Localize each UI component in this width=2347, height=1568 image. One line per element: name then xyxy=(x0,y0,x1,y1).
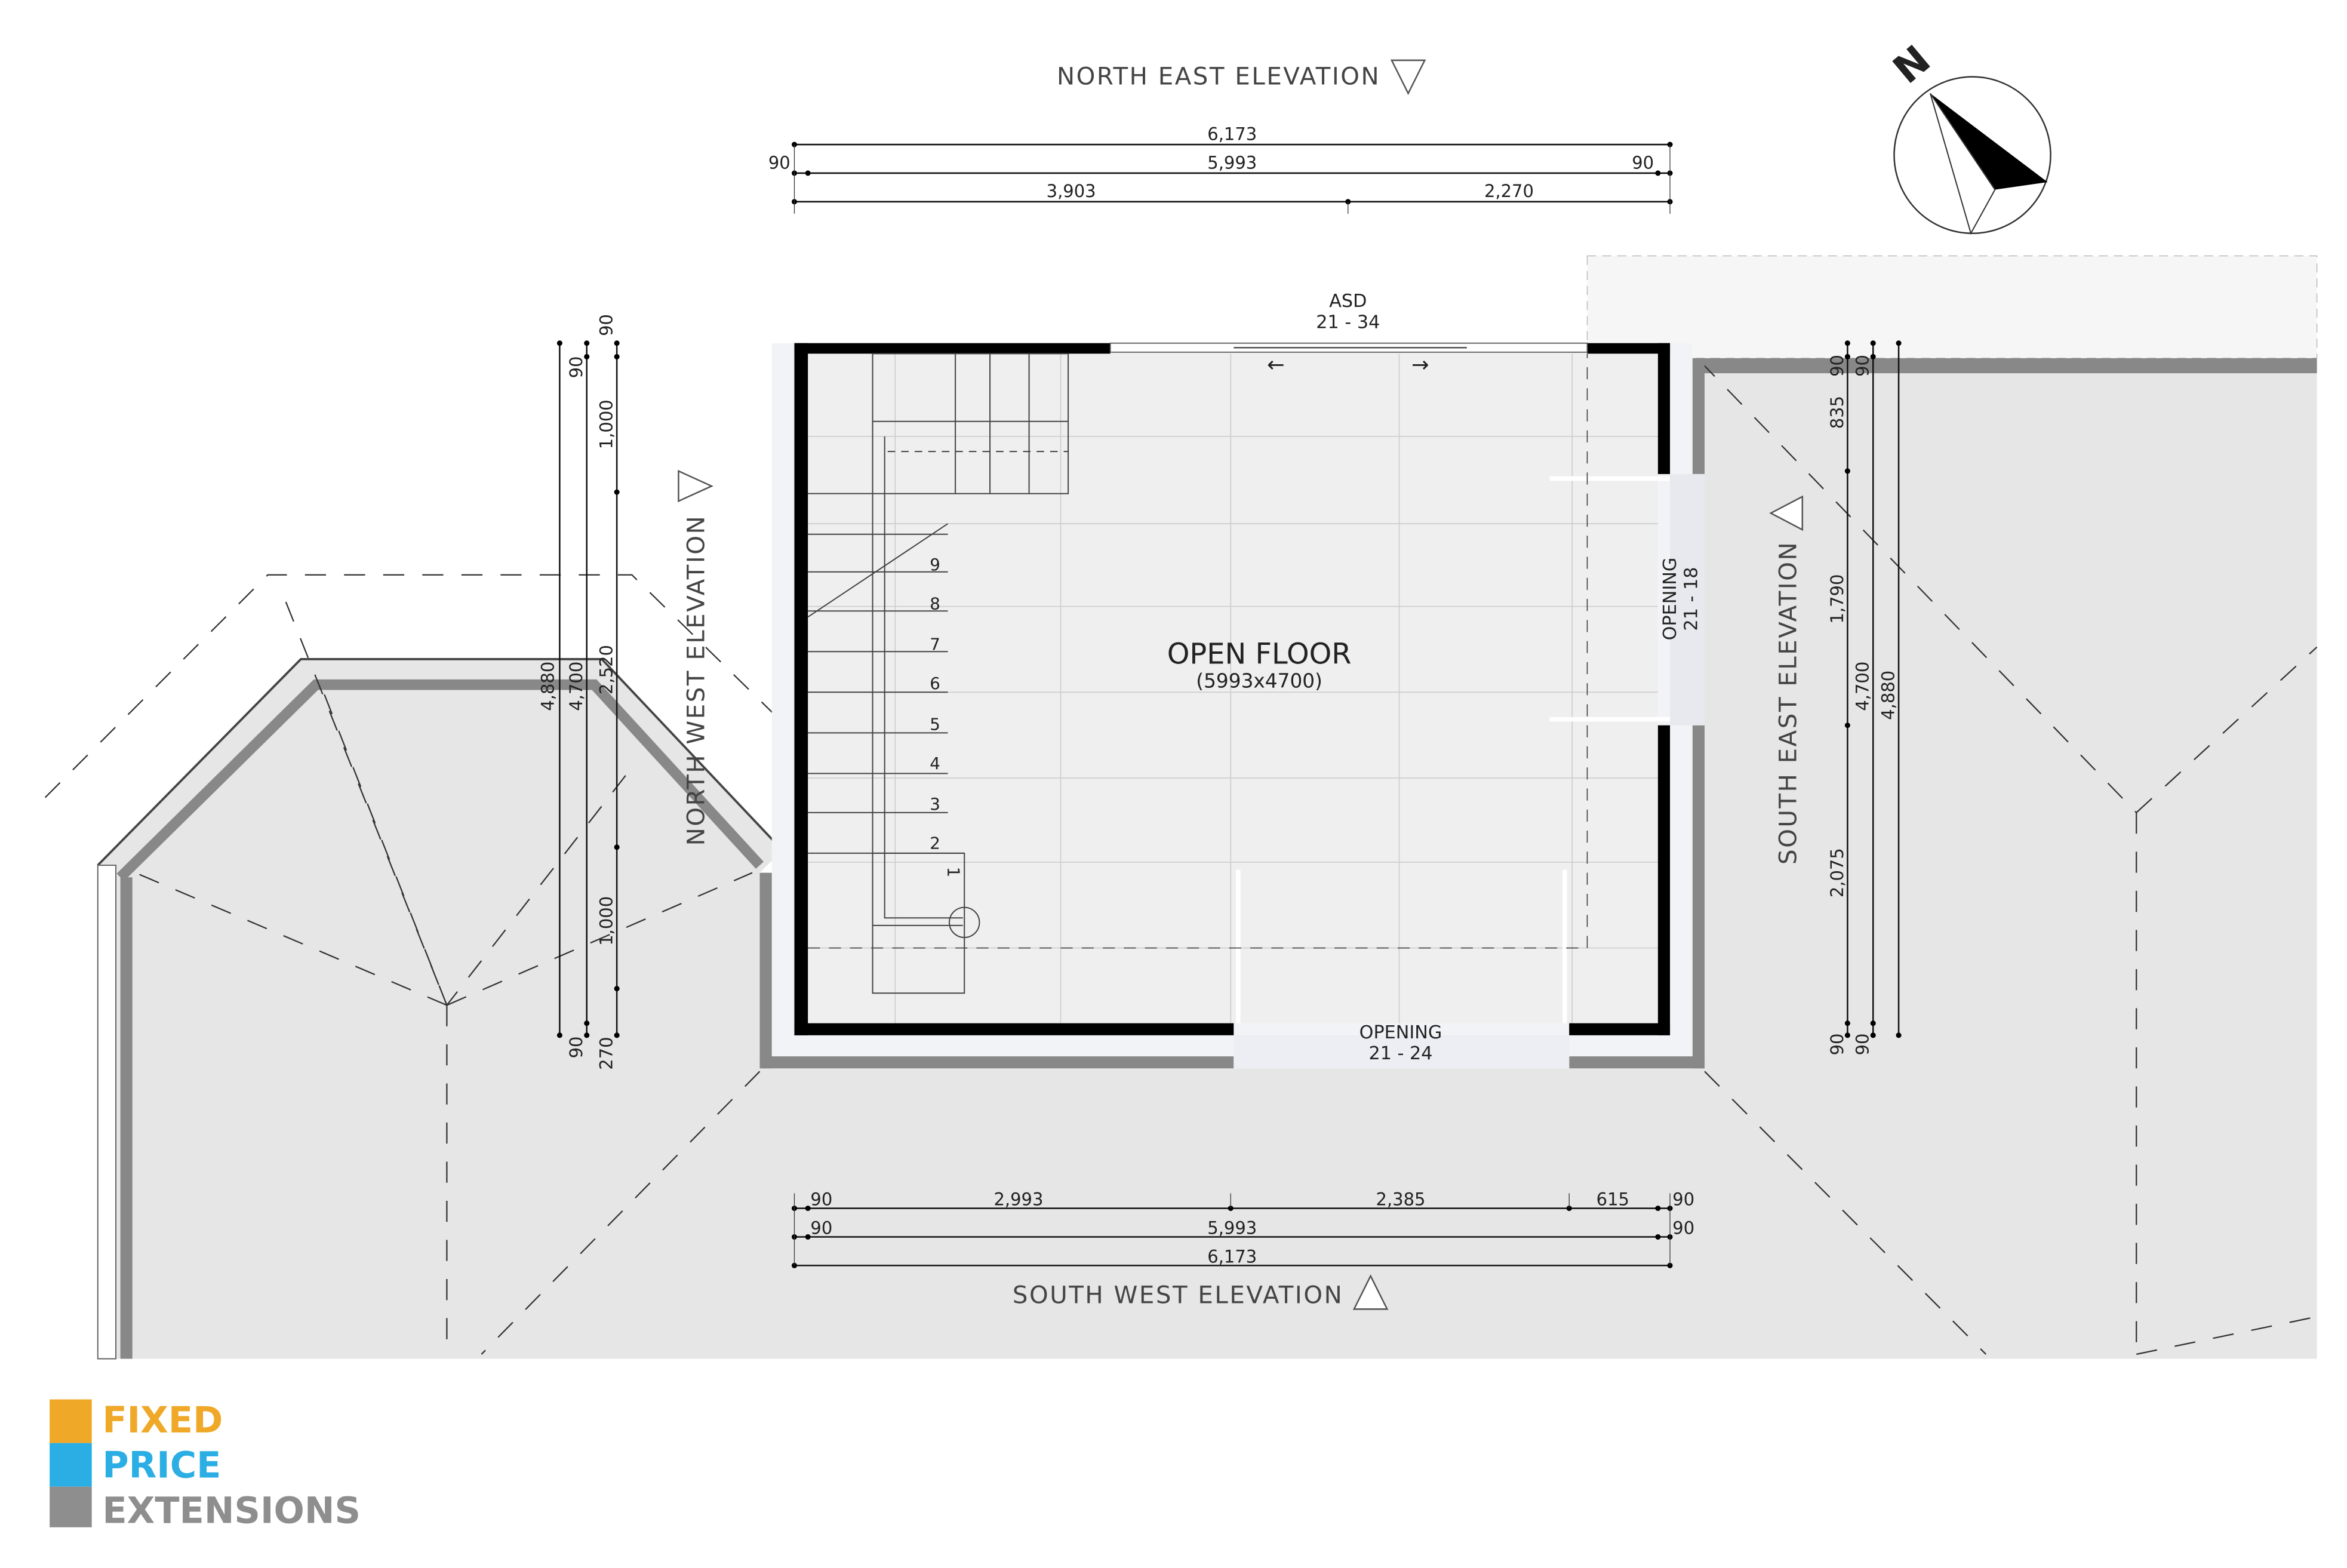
dimension-label: 2,270 xyxy=(1484,181,1534,201)
stair-step-numbers: 1 2 3 4 5 6 7 8 9 xyxy=(930,555,963,877)
existing-house xyxy=(97,255,2318,1360)
dimension-label: 6,173 xyxy=(1207,1246,1257,1266)
dimension-label: 835 xyxy=(1827,396,1847,429)
dimensions-top: 6,173 90 5,993 90 3,903 2,270 xyxy=(768,124,1673,214)
compass-label: N xyxy=(1885,37,1939,93)
step-number: 6 xyxy=(930,674,940,693)
dimension-label: 90 xyxy=(566,356,586,379)
company-logo: FIXED PRICE EXTENSIONS xyxy=(50,1399,361,1532)
opening-label: OPENING xyxy=(1359,1022,1442,1043)
dimension-label: 270 xyxy=(596,1037,617,1069)
door-label: ASD xyxy=(1329,291,1367,312)
elevation-label-north-east: NORTH EAST ELEVATION xyxy=(1057,62,1380,90)
floor-grid xyxy=(808,353,1658,1023)
logo-line-1: FIXED xyxy=(102,1400,223,1441)
elevation-marker-icon xyxy=(678,469,713,503)
opening-ref: 21 - 24 xyxy=(1368,1043,1432,1064)
slide-right-arrow-icon: → xyxy=(1411,353,1429,377)
slide-left-arrow-icon: ← xyxy=(1267,353,1285,377)
dimensions-left: 4,880 90 4,700 90 90 1,000 2,520 1,000 2… xyxy=(537,314,620,1070)
elevation-marker-icon xyxy=(1390,59,1426,96)
door-ref: 21 - 34 xyxy=(1316,312,1380,333)
dimension-label: 4,700 xyxy=(1853,662,1873,711)
dimension-label: 5,993 xyxy=(1207,152,1257,173)
dimension-label: 1,790 xyxy=(1827,574,1847,624)
dimensions-bottom: 90 2,993 2,385 615 90 90 5,993 90 6,173 xyxy=(791,1189,1694,1268)
dimension-label: 90 xyxy=(768,152,790,173)
dimension-label: 90 xyxy=(566,1037,586,1059)
dimension-label: 90 xyxy=(1853,355,1873,377)
step-number: 1 xyxy=(944,867,964,878)
elevation-label-south-east: SOUTH EAST ELEVATION xyxy=(1774,541,1802,865)
dimension-label: 2,520 xyxy=(596,645,617,694)
dimension-label: 2,385 xyxy=(1376,1189,1426,1210)
dimension-label: 90 xyxy=(1853,1034,1873,1056)
dimensions-right: 90 835 1,790 2,075 90 90 4,700 90 4,880 xyxy=(1827,340,1902,1055)
dimension-label: 4,700 xyxy=(566,662,586,711)
opening-label: OPENING xyxy=(1660,558,1681,641)
dimension-label: 4,880 xyxy=(1878,671,1899,720)
logo-line-3: EXTENSIONS xyxy=(102,1490,361,1532)
dimension-label: 90 xyxy=(1827,1034,1847,1056)
room-name: OPEN FLOOR xyxy=(1167,638,1352,671)
dimension-label: 2,075 xyxy=(1827,848,1847,897)
dimension-label: 1,000 xyxy=(596,399,617,449)
dimension-label: 6,173 xyxy=(1207,124,1257,144)
logo-line-2: PRICE xyxy=(102,1445,221,1487)
step-number: 9 xyxy=(930,555,940,574)
dimension-label: 4,880 xyxy=(537,662,558,711)
step-number: 4 xyxy=(930,754,940,773)
dimension-label: 2,993 xyxy=(993,1189,1043,1210)
dimension-label: 90 xyxy=(1827,355,1847,377)
staircase xyxy=(807,353,1069,994)
step-number: 3 xyxy=(930,794,940,814)
dimension-label: 90 xyxy=(596,314,617,336)
dimension-label: 5,993 xyxy=(1207,1217,1257,1238)
elevation-marker-icon xyxy=(1352,1274,1389,1310)
dimension-label: 3,903 xyxy=(1047,181,1096,201)
elevation-label-south-west: SOUTH WEST ELEVATION xyxy=(1013,1281,1343,1309)
north-arrow-icon: N xyxy=(1885,37,2051,235)
step-number: 5 xyxy=(930,714,940,734)
sliding-door: ← → xyxy=(1109,342,1588,377)
dimension-label: 90 xyxy=(1672,1189,1694,1210)
dimension-label: 1,000 xyxy=(596,896,617,946)
room-size: (5993x4700) xyxy=(1196,670,1322,693)
elevation-label-north-west: NORTH WEST ELEVATION xyxy=(682,515,710,846)
roof-lines xyxy=(44,361,2318,1355)
opening-ref: 21 - 18 xyxy=(1681,567,1702,631)
dimension-label: 90 xyxy=(810,1217,832,1238)
dimension-label: 90 xyxy=(1672,1217,1694,1238)
step-number: 2 xyxy=(930,833,940,853)
step-number: 8 xyxy=(930,594,940,614)
step-number: 7 xyxy=(930,635,940,654)
extension: ← → xyxy=(759,342,1705,1069)
elevation-marker-icon xyxy=(1769,495,1804,531)
dimension-label: 90 xyxy=(1632,152,1654,173)
dimension-label: 615 xyxy=(1597,1189,1629,1210)
dimension-label: 90 xyxy=(810,1189,832,1210)
